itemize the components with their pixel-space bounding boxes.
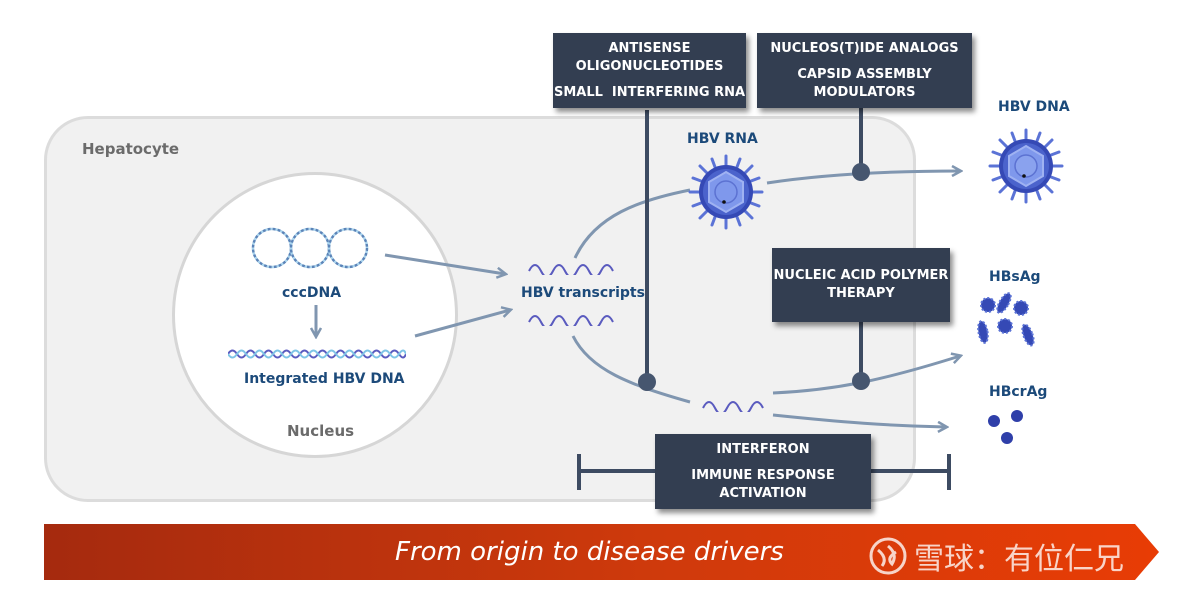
hbv-transcripts-label: HBV transcripts <box>521 285 645 301</box>
nucleoside-node <box>852 163 870 181</box>
nap-node <box>852 372 870 390</box>
box-line: THERAPY <box>827 286 895 301</box>
virus-particle-icon <box>988 128 1064 204</box>
hbv-rna-label: HBV RNA <box>687 131 758 147</box>
curve-transcripts-to-rna <box>573 188 691 259</box>
arrow-integrated-to-transcripts <box>414 310 510 338</box>
hbcrag-dots-icon <box>988 410 1023 444</box>
nucleic-acid-polymer-box: NUCLEIC ACID POLYMER THERAPY <box>772 248 950 322</box>
box-line: ACTIVATION <box>719 485 807 501</box>
xueqiu-logo-icon <box>869 537 907 575</box>
box-line: NUCLEOS(T)IDE ANALOGS <box>770 40 959 56</box>
box-line: SMALL INTERFERING RNA <box>553 84 746 100</box>
cccdna-label: cccDNA <box>282 285 342 301</box>
box-line: NUCLEIC ACID POLYMER <box>773 268 949 283</box>
box-line: OLIGONUCLEOTIDES <box>575 58 724 74</box>
rna-wave-icon <box>528 315 614 326</box>
arrow-to-hbcrag <box>772 413 946 427</box>
nucleus <box>172 172 458 458</box>
hbsag-label: HBsAg <box>989 269 1041 285</box>
virus-particle-icon <box>688 154 764 230</box>
box-line: ANTISENSE <box>608 40 691 56</box>
box-line: MODULATORS <box>813 84 916 100</box>
box-line: INTERFERON <box>716 441 810 457</box>
integrated-hbv-dna-label: Integrated HBV DNA <box>244 371 405 387</box>
nucleus-label: Nucleus <box>287 422 355 440</box>
antisense-node <box>638 373 656 391</box>
rna-wave-icon <box>702 401 764 412</box>
antisense-sirna-box: ANTISENSE OLIGONUCLEOTIDES SMALL INTERFE… <box>553 33 746 108</box>
dna-helix-icon <box>228 349 406 359</box>
arrow-cccdna-to-transcripts <box>384 253 505 274</box>
banner-title: From origin to disease drivers <box>395 537 784 567</box>
box-line: IMMUNE RESPONSE <box>691 467 835 483</box>
banner-arrow <box>44 524 1159 580</box>
hbcrag-label: HBcrAg <box>989 384 1048 400</box>
box-line: CAPSID ASSEMBLY <box>797 66 932 82</box>
watermark: 雪球：有位仁兄 <box>868 534 1124 578</box>
cccdna-ring-icon <box>251 227 369 269</box>
hbsag-particles-icon <box>977 292 1035 347</box>
interferon-box: INTERFERON IMMUNE RESPONSE ACTIVATION <box>655 434 871 509</box>
hepatocyte-label: Hepatocyte <box>82 140 180 158</box>
hbv-dna-label: HBV DNA <box>998 99 1070 115</box>
rna-wave-icon <box>528 264 614 275</box>
nucleoside-capsid-box: NUCLEOS(T)IDE ANALOGS CAPSID ASSEMBLY MO… <box>757 33 972 108</box>
watermark-text: 雪球：有位仁兄 <box>914 542 1124 577</box>
curve-transcripts-down <box>571 335 691 404</box>
